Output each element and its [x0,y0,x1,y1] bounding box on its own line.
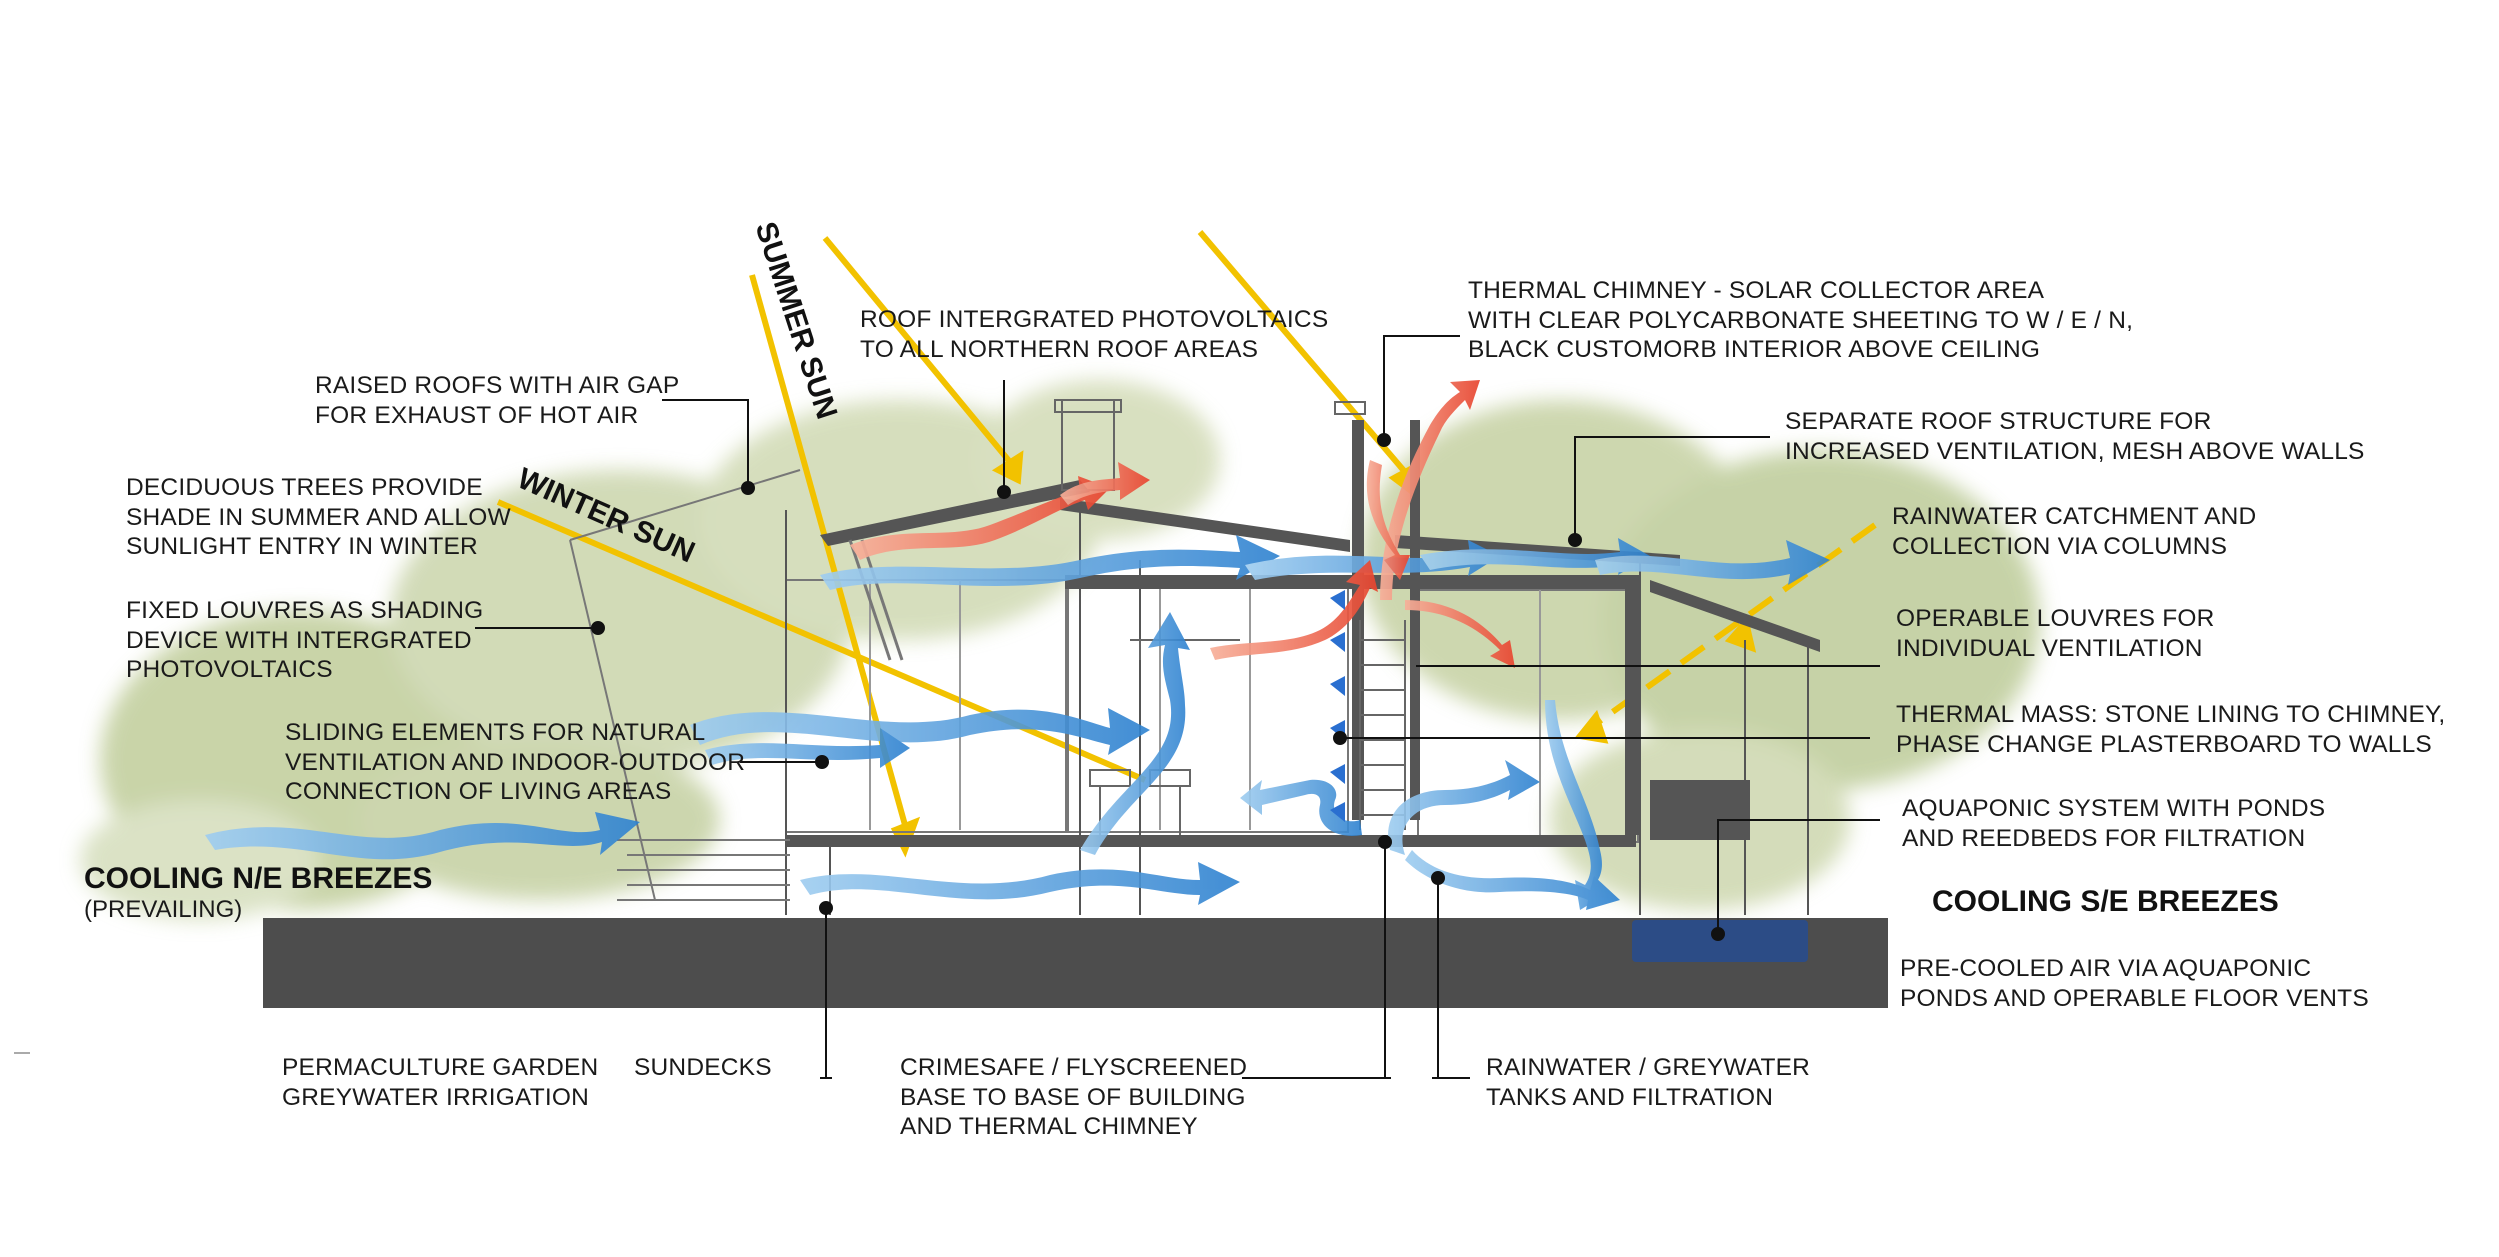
label-roof-photovoltaics: ROOF INTERGRATED PHOTOVOLTAICS TO ALL NO… [860,305,1328,364]
label-crimesafe: CRIMESAFE / FLYSCREENED BASE TO BASE OF … [900,1053,1247,1142]
label-sundecks: SUNDECKS [634,1053,772,1083]
label-separate-roof: SEPARATE ROOF STRUCTURE FOR INCREASED VE… [1785,407,2365,466]
label-rainwater-catchment: RAINWATER CATCHMENT AND COLLECTION VIA C… [1892,502,2256,561]
label-rainwater-tanks: RAINWATER / GREYWATER TANKS AND FILTRATI… [1486,1053,1810,1112]
label-raised-roofs: RAISED ROOFS WITH AIR GAP FOR EXHAUST OF… [315,371,679,430]
label-thermal-mass: THERMAL MASS: STONE LINING TO CHIMNEY, P… [1896,700,2445,759]
label-sliding-elements: SLIDING ELEMENTS FOR NATURAL VENTILATION… [285,718,745,807]
heading-cooling-se-breezes: COOLING S/E BREEZES [1932,885,2279,919]
aquaponic-pond [1632,920,1808,962]
label-precooled-air: PRE-COOLED AIR VIA AQUAPONIC PONDS AND O… [1900,954,2369,1013]
label-thermal-chimney: THERMAL CHIMNEY - SOLAR COLLECTOR AREA W… [1468,276,2133,365]
label-operable-louvres: OPERABLE LOUVRES FOR INDIVIDUAL VENTILAT… [1896,604,2215,663]
label-aquaponic-system: AQUAPONIC SYSTEM WITH PONDS AND REEDBEDS… [1902,794,2325,853]
heading-cooling-ne-prevailing: (PREVAILING) [84,896,242,924]
label-deciduous-trees: DECIDUOUS TREES PROVIDE SHADE IN SUMMER … [126,473,511,562]
label-fixed-louvres: FIXED LOUVRES AS SHADING DEVICE WITH INT… [126,596,483,685]
label-permaculture-garden: PERMACULTURE GARDEN GREYWATER IRRIGATION [282,1053,598,1112]
heading-cooling-ne-breezes: COOLING N/E BREEZES [84,862,432,896]
